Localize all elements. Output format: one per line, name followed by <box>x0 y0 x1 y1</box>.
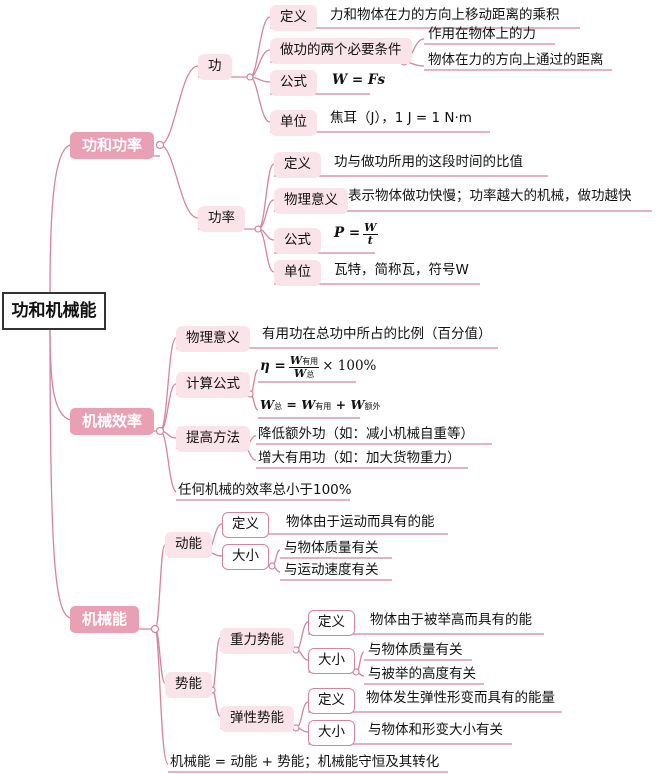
node-elastic-def-label: 定义 <box>308 688 355 714</box>
wire <box>249 16 271 78</box>
extra-sym: W <box>350 397 365 412</box>
power-formula-lhs: P = <box>334 225 361 242</box>
node-power-def-text: 功与做功所用的这段时间的比值 <box>334 154 523 170</box>
wire <box>249 76 271 123</box>
node-eff-improve-2: 增大有用功（如：加大货物重力） <box>258 450 461 466</box>
eta-den-sym: W <box>293 366 307 380</box>
node-kinetic-def-label: 定义 <box>222 512 269 538</box>
eta-num-sym: W <box>289 354 303 367</box>
node-eff-note: 任何机械的效率总小于100% <box>178 482 352 498</box>
node-kinetic-size-1: 与物体质量有关 <box>284 540 379 556</box>
node-kinetic-size-2: 与运动速度有关 <box>284 562 379 578</box>
root-node: 功和机械能 <box>2 292 106 330</box>
node-elastic-size-label: 大小 <box>308 720 355 746</box>
branch-work-power: 功和功率 <box>70 132 155 159</box>
total-plus: + <box>335 397 347 412</box>
node-mech-note: 机械能 = 动能 + 势能；机械能守恒及其转化 <box>170 754 440 770</box>
eta-num-sub: 有用 <box>302 357 319 366</box>
node-gravity-size-1: 与物体质量有关 <box>368 642 463 658</box>
node-kinetic-size-label: 大小 <box>222 544 269 570</box>
node-work-cond-2: 物体在力的方向上通过的距离 <box>428 52 604 68</box>
eta-num: W有用 <box>288 354 320 368</box>
node-work-cond-1: 作用在物体上的力 <box>428 26 536 42</box>
node-elastic: 弹性势能 <box>220 706 294 732</box>
node-kinetic-def-text: 物体由于运动而具有的能 <box>286 514 435 530</box>
node-eff-formula-label: 计算公式 <box>176 372 250 398</box>
power-fraction-den: t <box>367 233 373 247</box>
extra-sub: 额外 <box>364 402 381 411</box>
node-power-meaning-label: 物理意义 <box>274 188 348 214</box>
node-power-formula: P = W t <box>334 222 378 246</box>
node-power-def-label: 定义 <box>274 152 321 178</box>
eta-lhs: η = <box>260 358 286 375</box>
wire <box>249 369 259 395</box>
node-power-unit-label: 单位 <box>274 260 321 286</box>
node-gravity: 重力势能 <box>220 628 294 654</box>
node-eff-improve-label: 提高方法 <box>176 426 250 452</box>
node-eff-meaning-text: 有用功在总功中所占的比例（百分值） <box>262 326 492 342</box>
node-elastic-size-text: 与物体和形变大小有关 <box>368 722 503 738</box>
wire <box>154 544 166 630</box>
node-gravity-size-2: 与被举的高度有关 <box>368 666 476 682</box>
wire <box>159 144 199 219</box>
eta-fraction: W有用 W总 <box>288 354 320 380</box>
node-power-formula-label: 公式 <box>274 228 321 254</box>
eta-times: × 100% <box>322 358 377 375</box>
node-power-unit-text: 瓦特，简称瓦，符号W <box>334 262 469 278</box>
total-sym: W <box>260 397 275 412</box>
node-kinetic: 动能 <box>165 532 212 558</box>
wire <box>295 621 309 651</box>
eta-den-sub: 总 <box>306 369 315 379</box>
node-gravity-size-label: 大小 <box>308 648 355 674</box>
wire <box>49 329 71 421</box>
node-work-def-label: 定义 <box>270 5 317 31</box>
wire <box>211 637 221 691</box>
node-work-cond-label: 做功的两个必要条件 <box>270 38 412 64</box>
wire <box>159 65 199 146</box>
wire <box>154 628 169 765</box>
node-work-def-text: 力和物体在力的方向上移动距离的乘积 <box>330 7 560 23</box>
node-work-unit-text: 焦耳（J），1 J = 1 N·m <box>330 110 472 126</box>
node-potential: 势能 <box>165 672 212 698</box>
branch-efficiency: 机械效率 <box>70 408 155 435</box>
node-gravity-def-label: 定义 <box>308 610 355 636</box>
wire <box>295 701 309 729</box>
wire <box>211 689 221 717</box>
power-fraction-num: W <box>363 221 378 235</box>
branch-mech-energy: 机械能 <box>70 606 140 633</box>
node-eff-meaning-label: 物理意义 <box>176 326 250 352</box>
node-work: 功 <box>198 54 232 80</box>
node-work-unit-label: 单位 <box>270 110 317 136</box>
wire <box>257 163 275 230</box>
wire <box>49 144 71 293</box>
wire <box>49 329 71 619</box>
useful-sym: W <box>301 397 316 412</box>
node-gravity-def-text: 物体由于被举高而具有的能 <box>370 612 532 628</box>
node-work-formula: W = Fs <box>332 72 386 88</box>
total-sub: 总 <box>274 402 283 411</box>
node-work-formula-label: 公式 <box>270 70 317 96</box>
node-eff-improve-1: 降低额外功（如：减小机械自重等） <box>258 426 474 442</box>
useful-sub: 有用 <box>315 402 332 411</box>
node-power: 功率 <box>198 206 245 232</box>
total-eq: = <box>286 397 297 412</box>
node-eff-total: W总 = W有用 + W额外 <box>260 397 381 412</box>
power-fraction: W t <box>363 221 378 247</box>
eta-den: W总 <box>293 366 315 380</box>
node-elastic-def-text: 物体发生弹性形变而具有的能量 <box>366 690 555 706</box>
node-eff-formula: η = W有用 W总 × 100% <box>260 355 376 379</box>
wire <box>159 337 177 432</box>
node-power-meaning-text: 表示物体做功快慢；功率越大的机械，做功越快 <box>348 188 632 204</box>
wire <box>159 430 177 493</box>
